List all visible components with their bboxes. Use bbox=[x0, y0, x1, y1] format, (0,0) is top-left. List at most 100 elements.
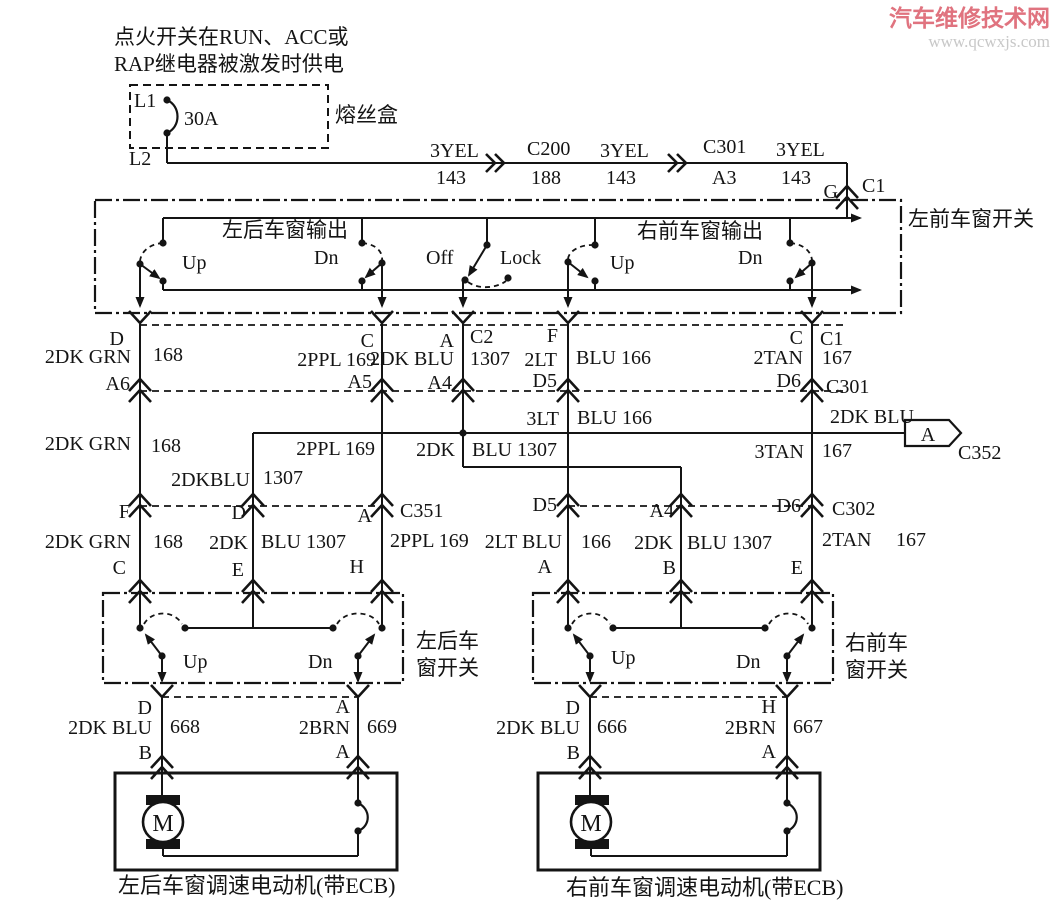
label-2dkblu-branch: 2DKBLU bbox=[171, 469, 250, 491]
rear-switch-name-2: 窗开关 bbox=[416, 656, 479, 680]
switch-travel-arc bbox=[571, 612, 611, 625]
pin-rf-b: B bbox=[663, 557, 676, 579]
chevron-up-icon bbox=[241, 492, 265, 507]
label-1307-a: 1307 bbox=[470, 348, 510, 370]
pin-c2-c: C bbox=[361, 330, 374, 352]
contact-dot bbox=[783, 652, 791, 660]
label-2dk-c351: 2DK bbox=[209, 532, 248, 554]
pin-rearmotor-a: A bbox=[336, 696, 351, 718]
contact-dot bbox=[609, 624, 617, 632]
label-2tan-c: 2TAN bbox=[822, 529, 872, 551]
offpage-connector-icon bbox=[903, 418, 963, 448]
fuse-breaker-element-icon bbox=[166, 98, 179, 135]
label-168-c: 168 bbox=[153, 531, 183, 553]
master-rf-dn: Dn bbox=[738, 247, 762, 269]
pin-c301-d6: D6 bbox=[777, 370, 801, 392]
pin-lr-e: E bbox=[232, 559, 244, 581]
switch-travel-arc bbox=[143, 612, 183, 625]
chevron-right-icon bbox=[667, 153, 679, 173]
wire-3yel-3: 3YEL bbox=[776, 139, 825, 161]
motor-brush-block bbox=[146, 795, 180, 805]
chevron-up-icon bbox=[556, 578, 580, 593]
label-blu1307-mid: BLU 1307 bbox=[472, 439, 557, 461]
label-2tan-a: 2TAN bbox=[753, 347, 803, 369]
master-lock: Lock bbox=[500, 247, 541, 269]
pin-rearmotor-d: D bbox=[138, 697, 152, 719]
chevron-down-icon bbox=[800, 310, 824, 325]
connector-faces bbox=[140, 324, 845, 698]
label-2dk-c302: 2DK bbox=[634, 532, 673, 554]
chevron-up-icon bbox=[128, 492, 152, 507]
pin-lr-h: H bbox=[350, 556, 364, 578]
label-2dkgrn-a: 2DK GRN bbox=[45, 346, 131, 368]
label-167-b: 167 bbox=[822, 440, 852, 462]
label-2brn-669: 2BRN bbox=[299, 717, 350, 739]
chevron-up-icon bbox=[578, 765, 602, 780]
contact-dot bbox=[354, 652, 362, 660]
label-167-a: 167 bbox=[822, 347, 852, 369]
chevron-up-icon bbox=[775, 765, 799, 780]
pin-c301-a5: A5 bbox=[348, 371, 372, 393]
circuit-143-2: 143 bbox=[606, 167, 636, 189]
caption-left-motor: 左后车窗调速电动机(带ECB) bbox=[118, 873, 395, 898]
label-168-a: 168 bbox=[153, 344, 183, 366]
contact-dot bbox=[786, 239, 794, 247]
power-note-line1: 点火开关在RUN、ACC或 bbox=[114, 25, 349, 49]
label-3tan: 3TAN bbox=[754, 441, 804, 463]
label-2dk-mid: 2DK bbox=[416, 439, 455, 461]
fuse-rating: 30A bbox=[184, 108, 219, 130]
switch-travel-arc bbox=[361, 242, 383, 261]
chevron-up-icon bbox=[800, 578, 824, 593]
switch-travel-arc bbox=[336, 612, 380, 625]
wire-3yel-1: 3YEL bbox=[430, 140, 479, 162]
contact-dot bbox=[783, 799, 791, 807]
chevron-up-icon bbox=[128, 589, 152, 604]
motor-icon bbox=[141, 800, 185, 844]
chevron-up-icon bbox=[241, 589, 265, 604]
contact-dot bbox=[136, 624, 144, 632]
pin-rf-a: A bbox=[538, 556, 553, 578]
conn-c2: C2 bbox=[470, 326, 493, 348]
chevron-up-icon bbox=[370, 578, 394, 593]
chevron-up-icon bbox=[370, 589, 394, 604]
chevron-up-icon bbox=[669, 492, 693, 507]
chevron-up-icon bbox=[128, 503, 152, 518]
chevron-up-icon bbox=[346, 765, 370, 780]
label-3lt: 3LT bbox=[526, 408, 559, 430]
motor-brush-block bbox=[146, 839, 180, 849]
master-lr-dn: Dn bbox=[314, 247, 338, 269]
contact-dot bbox=[329, 624, 337, 632]
chevron-up-icon bbox=[556, 589, 580, 604]
chevron-up-icon bbox=[370, 492, 394, 507]
wires bbox=[135, 133, 905, 857]
motor-brush-block bbox=[575, 839, 609, 849]
switch-travel-arc bbox=[139, 242, 164, 262]
contact-dot bbox=[136, 260, 144, 268]
chevron-up-icon bbox=[370, 503, 394, 518]
wire-3yel-2: 3YEL bbox=[600, 140, 649, 162]
contact-dot bbox=[483, 241, 491, 249]
label-2ppl169-c: 2PPL 169 bbox=[390, 530, 469, 552]
contact-dot bbox=[564, 258, 572, 266]
label-blu1307-c302: BLU 1307 bbox=[687, 532, 772, 554]
switch-travel-arc bbox=[789, 242, 813, 261]
label-1307-branch: 1307 bbox=[263, 467, 303, 489]
master-off: Off bbox=[426, 247, 454, 269]
chevron-up-icon bbox=[241, 578, 265, 593]
contact-dot bbox=[586, 652, 594, 660]
fuse-pin-l1: L1 bbox=[134, 90, 156, 112]
pin-c351-d: D bbox=[232, 502, 246, 524]
front-switch-name-2: 窗开关 bbox=[845, 658, 908, 682]
pin-c301-d5: D5 bbox=[533, 370, 557, 392]
label-2dkblu-a: 2DK BLU bbox=[370, 348, 454, 370]
contact-dot bbox=[159, 277, 167, 285]
motor-symbol-left: M bbox=[152, 811, 173, 837]
chevron-up-icon bbox=[669, 589, 693, 604]
contact-dot bbox=[808, 259, 816, 267]
contact-dot bbox=[181, 624, 189, 632]
pin-c301-a4: A4 bbox=[428, 372, 452, 394]
chevron-down-icon bbox=[775, 684, 799, 699]
chevron-up-icon bbox=[556, 492, 580, 507]
